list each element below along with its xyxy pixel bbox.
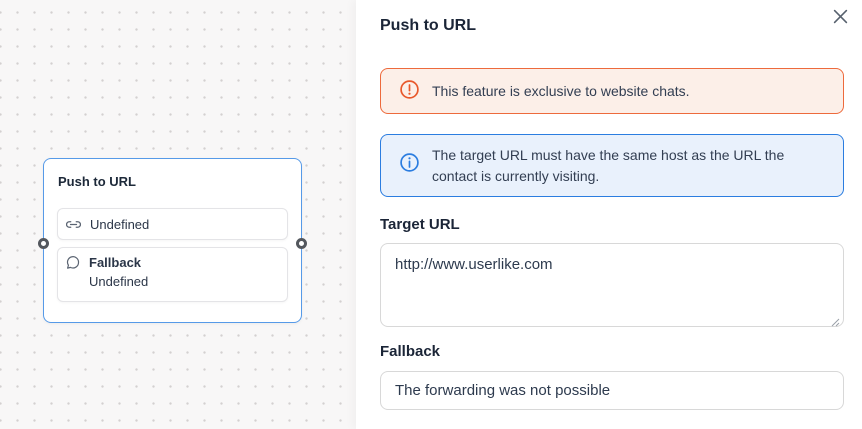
push-to-url-panel: Push to URL This feature is exclusive to…	[356, 0, 862, 429]
panel-title: Push to URL	[380, 17, 476, 34]
warning-alert: This feature is exclusive to website cha…	[380, 68, 844, 114]
target-url-label: Target URL	[380, 216, 460, 233]
info-alert: The target URL must have the same host a…	[380, 134, 844, 197]
node-target-url-value: Undefined	[90, 216, 150, 232]
node-fallback-card[interactable]: Fallback Undefined	[57, 247, 288, 302]
target-url-textarea[interactable]: http://www.userlike.com	[380, 243, 844, 327]
close-icon[interactable]	[831, 7, 849, 25]
chat-bubble-icon	[66, 255, 80, 270]
node-fallback-title: Fallback	[89, 255, 142, 270]
info-circle-icon	[400, 153, 419, 178]
info-alert-text: The target URL must have the same host a…	[432, 146, 785, 184]
node-target-url-card[interactable]: Undefined	[57, 208, 288, 240]
fallback-input[interactable]	[380, 371, 844, 410]
alert-circle-icon	[400, 80, 419, 102]
flow-node-push-to-url[interactable]: Push to URL Undefined	[38, 158, 307, 323]
link-icon	[66, 218, 81, 231]
node-title: Push to URL	[58, 174, 136, 189]
flow-canvas[interactable]: Push to URL Undefined	[0, 0, 356, 429]
node-handle-right[interactable]	[296, 238, 307, 249]
fallback-label: Fallback	[380, 343, 441, 360]
warning-alert-text: This feature is exclusive to website cha…	[432, 83, 690, 99]
node-handle-left[interactable]	[38, 238, 49, 249]
node-fallback-value: Undefined	[89, 274, 149, 289]
